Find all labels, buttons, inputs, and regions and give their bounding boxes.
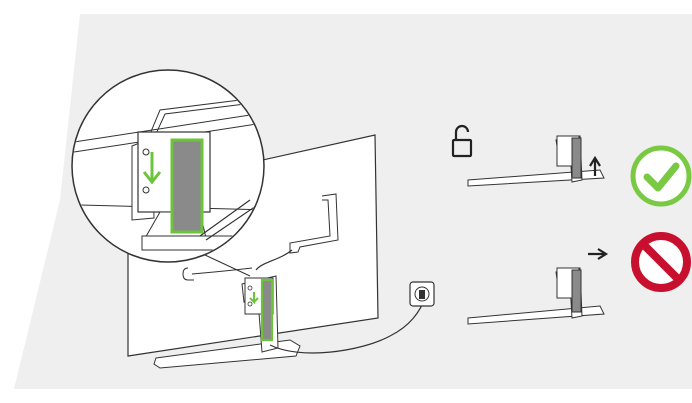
right-arrow-icon — [588, 249, 606, 259]
cable-cover-small — [262, 280, 272, 340]
incorrect-stand-illustration — [468, 249, 606, 324]
correct-stand-illustration — [468, 136, 604, 186]
red-prohibited-icon — [635, 236, 687, 288]
green-check-icon — [633, 148, 689, 204]
power-outlet-icon — [410, 282, 434, 306]
cable-cover-large — [172, 140, 202, 232]
left-wedge-shape — [14, 14, 80, 389]
unlock-icon — [453, 126, 471, 156]
